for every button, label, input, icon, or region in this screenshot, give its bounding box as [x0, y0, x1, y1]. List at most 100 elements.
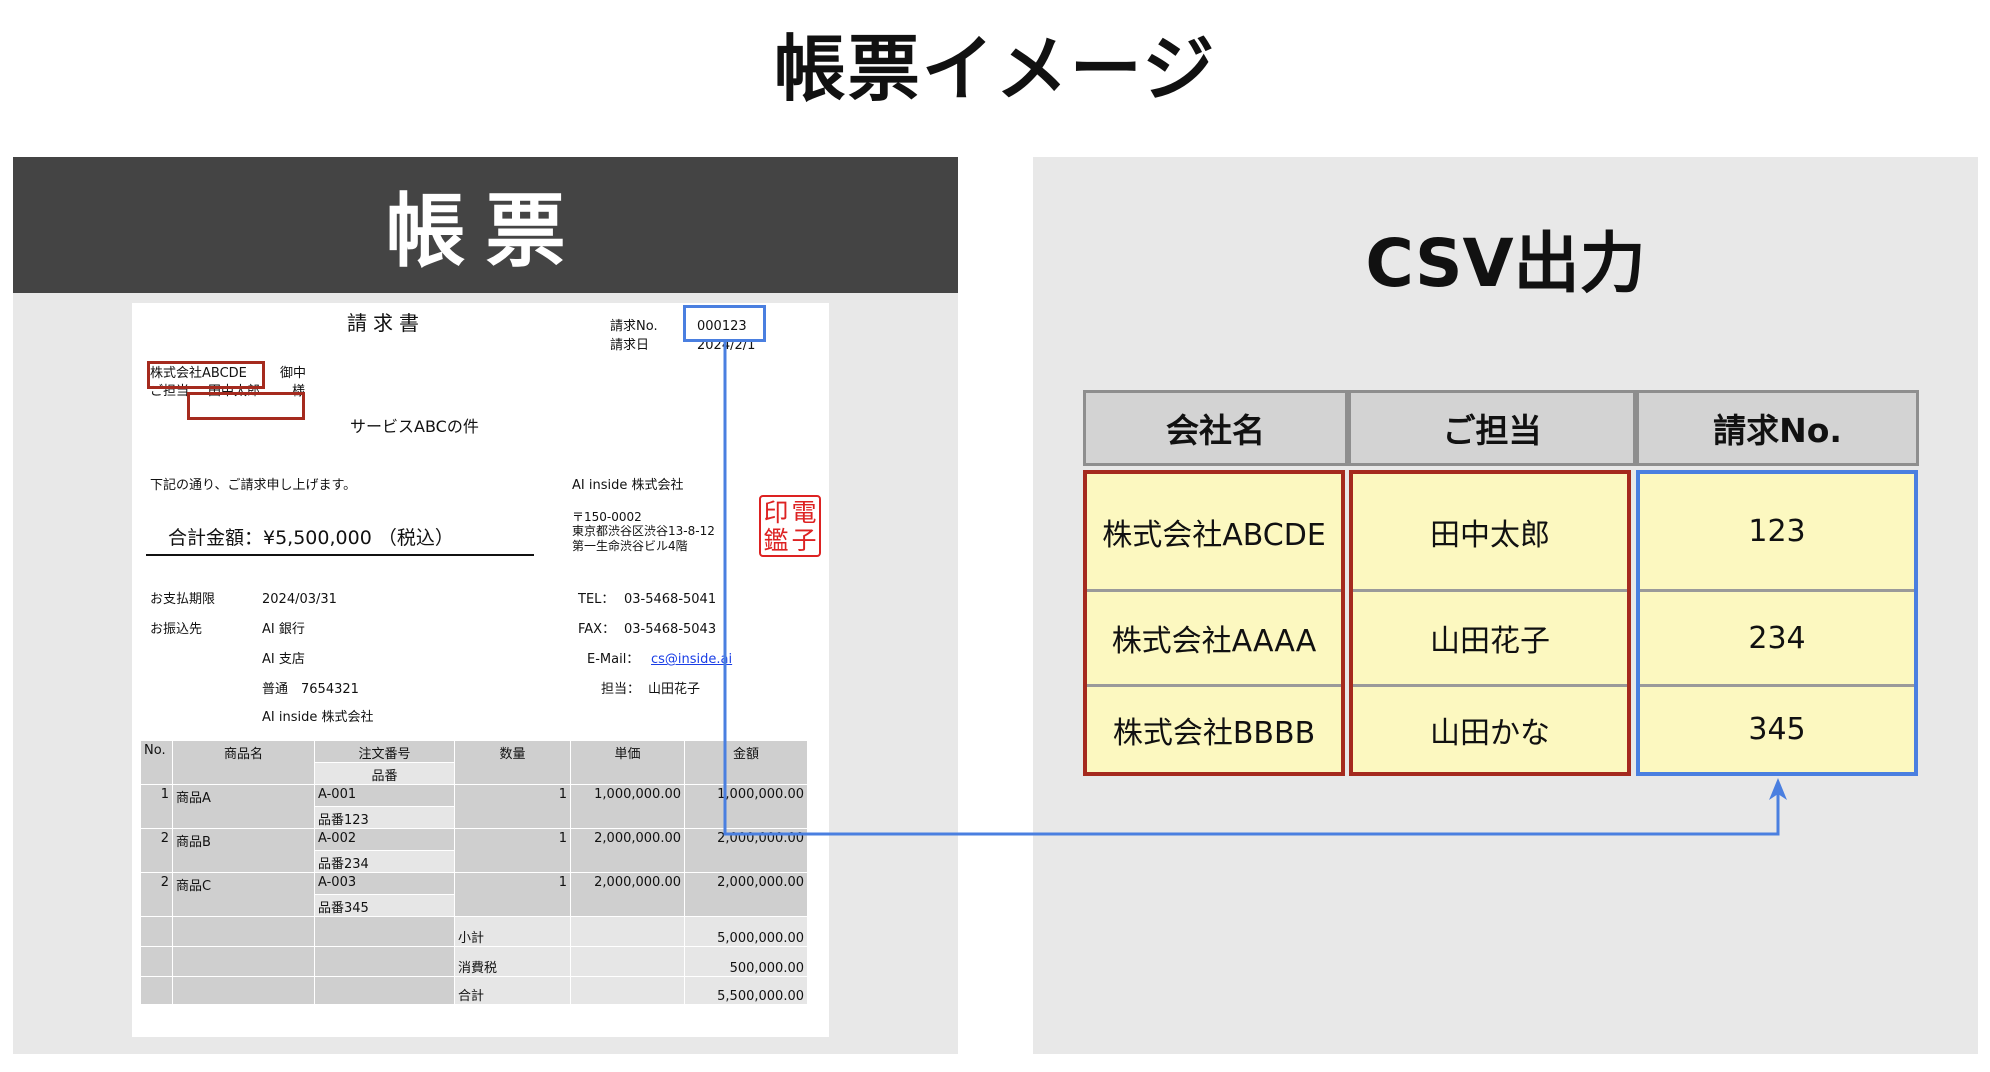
header-part-no: 品番 — [314, 762, 455, 785]
invoice-panel-header: 帳票 — [13, 157, 958, 293]
header-no: No. — [140, 740, 173, 785]
table-row: 1 商品A A-001 1 1,000,000.00 1,000,000.00 — [140, 784, 808, 829]
csv-row-divider — [1353, 589, 1627, 592]
issuer-name: AI inside 株式会社 — [572, 478, 684, 493]
item-qty: 1 — [454, 872, 571, 917]
staff-name: 山田花子 — [648, 682, 701, 697]
item-part-no: 品番345 — [314, 894, 455, 917]
tax-label: 消費税 — [454, 946, 571, 977]
item-qty: 1 — [454, 784, 571, 829]
total-amount: 合計金額：¥5,500,000 （税込） — [168, 527, 454, 549]
csv-cell-invoice-no: 345 — [1748, 712, 1806, 747]
due-label: お支払期限 — [150, 592, 216, 607]
item-amount: 1,000,000.00 — [684, 784, 808, 829]
issuer-address-1: 東京都渋谷区渋谷13-8-12 — [572, 524, 715, 538]
csv-cell-company: 株式会社ABCDE — [1102, 517, 1326, 553]
empty-cell — [314, 916, 455, 947]
stamp-char: 子 — [791, 525, 817, 555]
account-holder: AI inside 株式会社 — [262, 710, 374, 725]
subtotal-row: 小計 5,000,000.00 — [140, 916, 808, 947]
customer-highlight-box — [147, 361, 265, 389]
csv-header-company: 会社名 — [1083, 390, 1348, 466]
contact-highlight-box — [187, 392, 305, 420]
csv-row-divider — [1087, 589, 1341, 592]
invoice-message: 下記の通り、ご請求申し上げます。 — [150, 478, 357, 493]
empty-cell — [140, 916, 173, 947]
grand-total-row: 合計 5,500,000.00 — [140, 976, 808, 1005]
invoice-no-value: 000123 — [697, 319, 747, 334]
csv-cell-contact: 山田かな — [1430, 715, 1550, 751]
stamp-char: 印 — [763, 497, 789, 527]
invoice-no-highlight-box — [683, 305, 766, 342]
tel-label: TEL： — [578, 592, 615, 607]
bank-account: 普通 7654321 — [262, 682, 359, 697]
fax-value: 03-5468-5043 — [624, 622, 717, 637]
empty-cell — [172, 976, 315, 1005]
csv-column-company: 株式会社ABCDE 株式会社AAAA 株式会社BBBB — [1083, 470, 1345, 776]
csv-row-divider — [1640, 589, 1914, 592]
stamp-char: 鑑 — [763, 525, 789, 555]
item-qty: 1 — [454, 828, 571, 873]
empty-cell — [172, 916, 315, 947]
email-label: E-Mail： — [587, 652, 640, 667]
item-unit-price: 1,000,000.00 — [570, 784, 685, 829]
table-row: 品番345 — [141, 894, 808, 917]
csv-cell-contact: 田中太郎 — [1430, 517, 1550, 553]
invoice-no-label: 請求No. — [610, 319, 658, 334]
total-amount-underline — [146, 554, 534, 556]
email-link[interactable]: cs@inside.ai — [651, 652, 733, 667]
csv-column-invoice-no: 123 234 345 — [1636, 470, 1918, 776]
item-order-no: A-003 — [314, 872, 455, 895]
table-row: 2 商品C A-003 1 2,000,000.00 2,000,000.00 — [140, 872, 808, 917]
item-unit-price: 2,000,000.00 — [570, 828, 685, 873]
invoice-date-label: 請求日 — [610, 338, 650, 353]
tax-row: 消費税 500,000.00 — [140, 946, 808, 977]
empty-cell — [570, 976, 685, 1005]
electronic-seal-stamp: 印 電 鑑 子 — [759, 495, 821, 557]
csv-column-contact: 田中太郎 山田花子 山田かな — [1349, 470, 1631, 776]
csv-row-divider — [1087, 684, 1341, 687]
csv-cell-invoice-no: 123 — [1748, 514, 1806, 549]
issuer-address-2: 第一生命渋谷ビル4階 — [572, 539, 688, 553]
csv-cell-invoice-no: 234 — [1748, 620, 1806, 656]
stamp-char: 電 — [791, 497, 817, 527]
csv-cell-contact: 山田花子 — [1430, 624, 1550, 659]
csv-header-invoice-no: 請求No. — [1636, 390, 1919, 466]
bank-branch: AI 支店 — [262, 652, 305, 667]
subtotal-value: 5,000,000.00 — [684, 916, 808, 947]
invoice-document: 請求書 請求No. 000123 請求日 2024/2/1 株式会社ABCDE … — [132, 303, 829, 1037]
csv-cell-company: 株式会社BBBB — [1112, 715, 1316, 751]
item-product: 商品C — [172, 872, 315, 917]
tax-value: 500,000.00 — [684, 946, 808, 977]
tel-value: 03-5468-5041 — [624, 592, 717, 607]
csv-title: CSV出力 — [1365, 225, 1646, 302]
item-no: 2 — [140, 828, 173, 873]
header-order-no: 注文番号 — [314, 740, 455, 763]
empty-cell — [570, 916, 685, 947]
grand-total-label: 合計 — [454, 976, 571, 1005]
header-qty: 数量 — [454, 740, 571, 785]
item-product: 商品B — [172, 828, 315, 873]
csv-row-divider — [1353, 684, 1627, 687]
empty-cell — [314, 976, 455, 1005]
issuer-postal: 〒150-0002 — [572, 510, 642, 524]
bank-label: お振込先 — [150, 622, 203, 637]
csv-row-divider — [1640, 684, 1914, 687]
invoice-title: 請求書 — [347, 311, 425, 335]
arrowhead-icon — [1769, 778, 1787, 800]
empty-cell — [314, 946, 455, 977]
header-amount: 金額 — [684, 740, 808, 785]
fax-label: FAX： — [578, 622, 616, 637]
due-value: 2024/03/31 — [262, 592, 337, 607]
customer-name: 株式会社ABCDE — [150, 366, 247, 381]
page-title: 帳票イメージ — [773, 27, 1217, 111]
item-product: 商品A — [172, 784, 315, 829]
table-header-row: 品番 — [141, 762, 808, 785]
invoice-items-table: No. 商品名 注文番号 数量 単価 金額 品番 1 商品A A-001 1 1… — [140, 740, 808, 1005]
invoice-no-connector-line — [723, 342, 1780, 836]
csv-cell-company: 株式会社AAAA — [1111, 624, 1317, 659]
table-row: 2 商品B A-002 1 2,000,000.00 2,000,000.00 — [140, 828, 808, 873]
item-unit-price: 2,000,000.00 — [570, 872, 685, 917]
empty-cell — [140, 946, 173, 977]
